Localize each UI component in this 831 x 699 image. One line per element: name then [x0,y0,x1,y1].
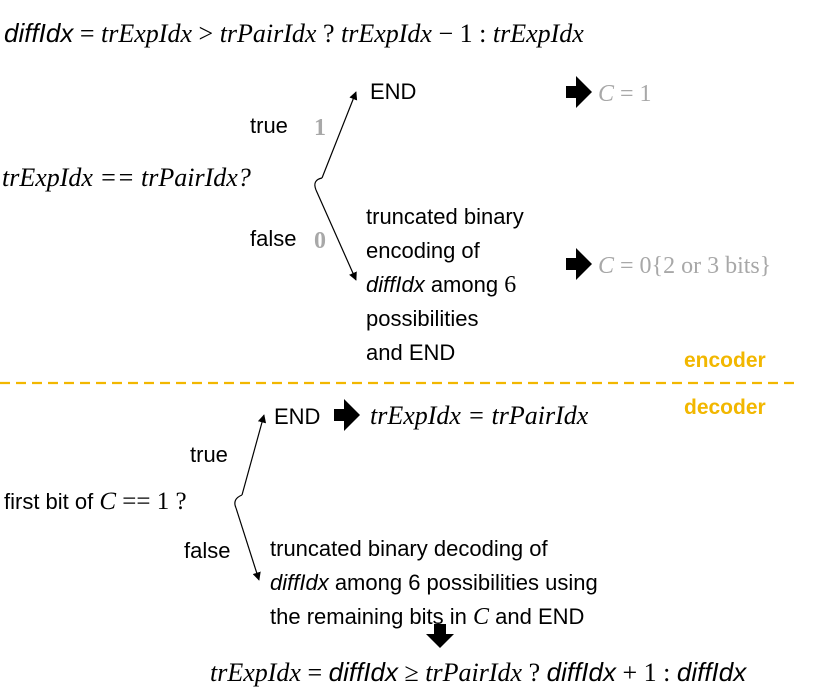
description-number: 6 [504,272,517,298]
description-text: and END [489,604,585,629]
formula-diffidx: diffIdx [4,18,74,48]
encoder-false-bit: 0 [314,228,326,254]
formula-var: trExpIdx [341,19,432,48]
block-arrow-down [426,624,454,648]
encoder-false-arrow [315,189,357,281]
result-rest: = 1 [614,81,652,107]
description-line: truncated binary [366,204,524,229]
c-var: C [473,604,490,630]
result-var: C [598,81,615,107]
encoder-label: encoder [684,349,766,372]
description-line: diffIdx among 6 [366,268,524,302]
formula-op: = [300,658,329,687]
bottom-formula: trExpIdx = diffIdx ≥ trPairIdx ? diffIdx… [210,659,746,686]
block-arrow-right-2 [566,248,592,280]
encoder-end-label: END [370,79,417,104]
description-text: among [424,272,505,297]
block-arrow-right-3 [334,399,360,431]
condition-op: == 1 ? [116,488,187,515]
decoder-true-result: trExpIdx = trPairIdx [370,401,589,430]
decoder-false-label: false [184,538,231,563]
formula-diffidx: diffIdx [546,657,616,687]
encoder-true-bit: 1 [314,115,326,141]
formula-var: trExpIdx [492,19,584,48]
formula-op: − 1 : [431,19,493,48]
encoder-true-label: true [250,113,288,138]
encoder-result-true: C = 1 [598,82,652,106]
formula-diffidx: diffIdx [328,657,399,687]
formula-op: ? [316,19,341,48]
formula-diffidx: diffIdx [676,657,747,687]
result-rest: = 0{2 or 3 bits} [614,253,772,279]
decoder-label: decoder [684,396,766,419]
encoder-false-label: false [250,226,297,251]
formula-op: ≥ [398,658,426,687]
description-line: truncated binary decoding of [270,536,548,561]
top-formula: diffIdx = trExpIdx > trPairIdx ? trExpId… [4,20,584,47]
decoder-true-arrow [241,414,267,496]
description-line: encoding of [366,238,480,263]
encoder-false-description: truncated binary encoding of diffIdx amo… [366,200,524,370]
condition-text: first bit of [4,489,100,514]
condition-var: C [99,488,117,515]
diffidx-var: diffIdx [366,272,425,297]
decoder-end-label: END [274,404,321,429]
formula-var: trExpIdx [210,658,301,687]
formula-op: + 1 : [615,658,677,687]
formula-op: > [192,19,220,48]
formula-var: trPairIdx [219,19,317,48]
encoder-condition: trExpIdx == trPairIdx? [2,163,251,192]
description-line: possibilities [366,306,479,331]
formula-var: trPairIdx [425,658,523,687]
decoder-true-label: true [190,442,228,467]
description-text: among 6 possibilities using [328,570,598,595]
formula-op: = [73,19,102,48]
formula-op: ? [522,658,547,687]
decoder-brace [234,494,243,509]
description-line: the remaining bits in C and END [270,600,598,634]
diffidx-var: diffIdx [270,570,329,595]
formula-var: trExpIdx [101,19,193,48]
description-text: the remaining bits in [270,604,473,629]
result-var: C [598,253,615,279]
decoder-false-arrow [235,507,261,581]
encoder-result-false: C = 0{2 or 3 bits} [598,254,771,278]
description-line: and END [366,340,456,365]
decoder-condition: first bit of C == 1 ? [4,489,187,514]
description-line: diffIdx among 6 possibilities using [270,566,598,600]
encoder-brace [314,177,323,191]
encoder-true-arrow [321,91,358,179]
block-arrow-right-1 [566,76,592,108]
decoder-false-description: truncated binary decoding of diffIdx amo… [270,532,598,634]
